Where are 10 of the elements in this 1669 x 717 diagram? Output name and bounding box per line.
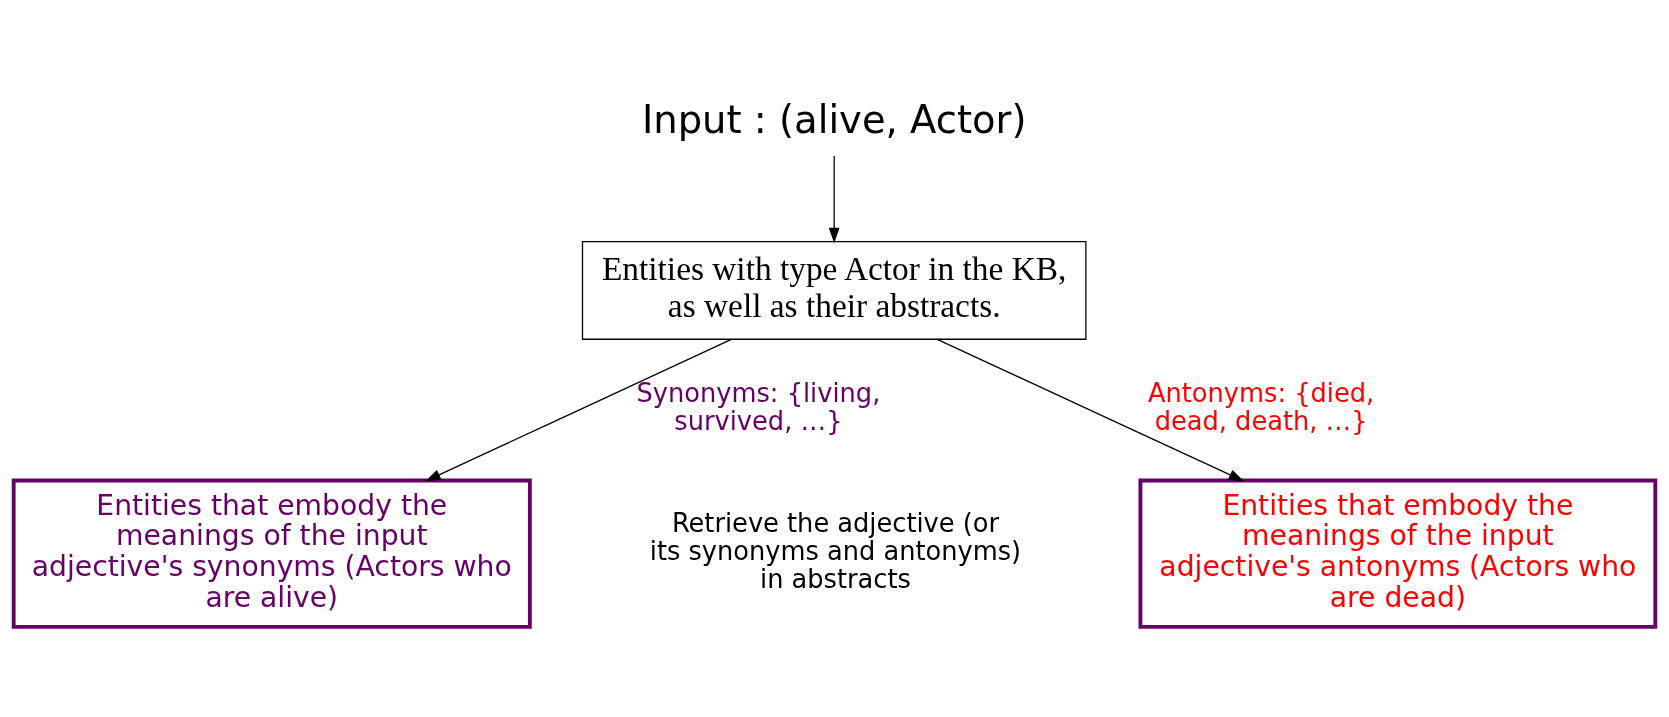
node-box: Entities that embody the meanings of the input adjective's synonyms (Actors who are alive) <box>11 478 532 629</box>
edge-label: Synonyms: {living, survived, …} <box>636 378 881 437</box>
label: Retrieve the adjective (or its synonyms and antonyms) in abstracts <box>649 507 1022 595</box>
node-text: Input : (alive, Actor) <box>641 96 1027 142</box>
arrow <box>828 155 840 244</box>
node-box: Entities with type Actor in the KB, as well as their abstracts. <box>581 241 1087 340</box>
arrow <box>936 338 1245 482</box>
node-box: Entities that embody the meanings of the input adjective's antonyms (Actors who are dead) <box>1138 478 1658 629</box>
arrow <box>425 338 732 482</box>
edge-label: Antonyms: {died, dead, death, …} <box>1147 378 1375 437</box>
